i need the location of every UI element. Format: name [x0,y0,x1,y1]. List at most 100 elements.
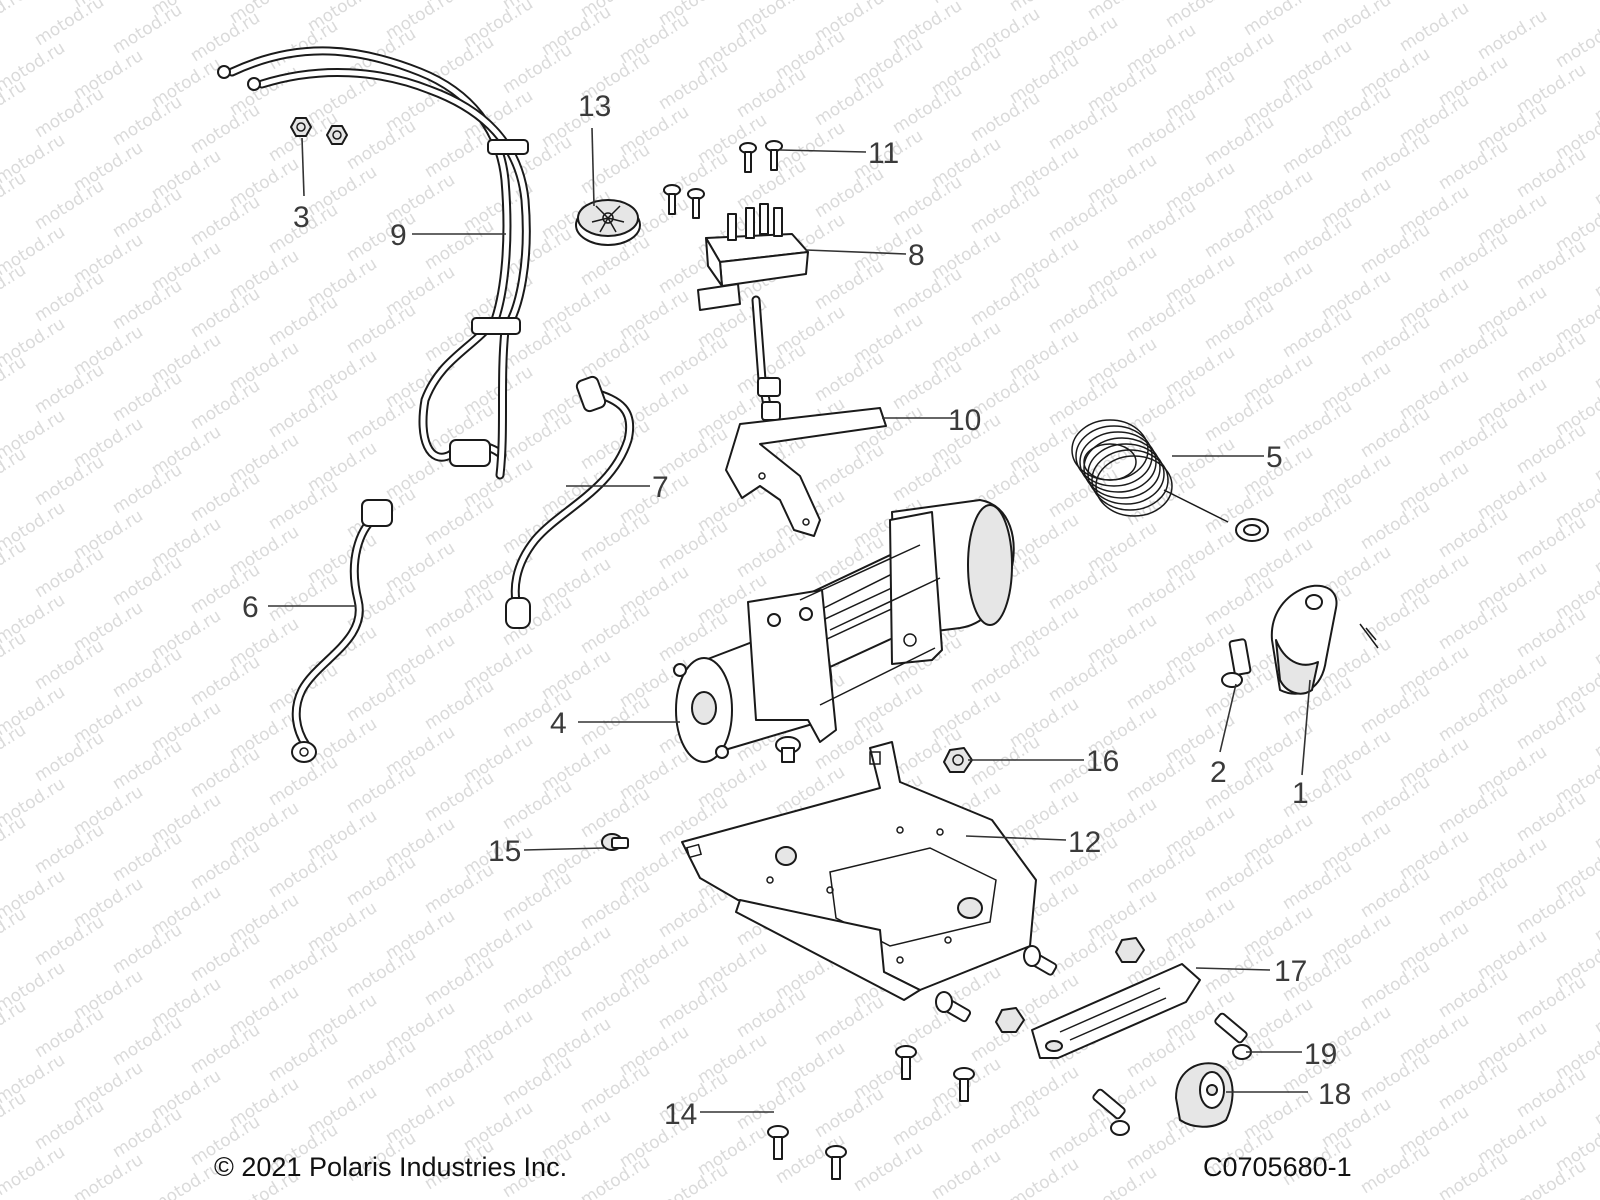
watermark-text: motod.ru [187,8,264,66]
watermark-text: motod.ru [109,644,186,702]
watermark-text: motod.ru [1591,1164,1600,1200]
watermark-text: motod.ru [655,516,732,574]
watermark-text: motod.ru [1357,680,1434,738]
watermark-text: motod.ru [889,80,966,138]
watermark-text: motod.ru [1435,872,1512,930]
callout-8: 8 [908,239,925,272]
copyright-notice: © 2021 Polaris Industries Inc. [214,1152,568,1182]
watermark-text: motod.ru [1357,1140,1434,1198]
watermark-text: motod.ru [1513,788,1590,846]
watermark-text: motod.ru [1435,320,1512,378]
diagram-code: C0705680-1 [1203,1152,1352,1182]
watermark-text: motod.ru [31,1096,108,1154]
watermark-text: motod.ru [1123,380,1200,438]
watermark-text: motod.ru [967,272,1044,330]
watermark-text: motod.ru [343,668,420,726]
watermark-text: motod.ru [1357,772,1434,830]
watermark-text: motod.ru [421,768,498,826]
watermark-text: motod.ru [1513,328,1590,386]
watermark-text: motod.ru [1201,296,1278,354]
watermark-text: motod.ru [1357,588,1434,646]
watermark-text: motod.ru [1201,572,1278,630]
watermark-text: motod.ru [421,1044,498,1102]
watermark-text: motod.ru [1513,972,1590,1030]
watermark-text: motod.ru [31,912,108,970]
watermark-text: motod.ru [1591,980,1600,1038]
watermark-text: motod.ru [1513,144,1590,202]
watermark-text: motod.ru [889,1092,966,1150]
watermark-text: motod.ru [31,176,108,234]
watermark-text: motod.ru [0,260,30,318]
watermark-text: motod.ru [109,1012,186,1070]
callout-5: 5 [1266,441,1283,474]
watermark-text: motod.ru [655,332,732,390]
watermark-text: motod.ru [109,184,186,242]
watermark-text: motod.ru [967,88,1044,146]
winch [673,499,1015,763]
watermark-text: motod.ru [1513,236,1590,294]
watermark-text: motod.ru [655,976,732,1034]
watermark-text: motod.ru [1435,596,1512,654]
callout-4: 4 [550,707,567,740]
watermark-text: motod.ru [655,1160,732,1200]
watermark-text: motod.ru [109,552,186,610]
watermark-text: motod.ru [1357,312,1434,370]
watermark-text: motod.ru [1357,496,1434,554]
watermark-text: motod.ru [343,300,420,358]
watermark-text: motod.ru [1591,888,1600,946]
watermark-text: motod.ru [187,928,264,986]
watermark-text: motod.ru [1591,796,1600,854]
watermark-text: motod.ru [31,360,108,418]
watermark-text: motod.ru [265,384,342,442]
watermark-text: motod.ru [1279,396,1356,454]
watermark-text: motod.ru [31,0,108,50]
watermark-text: motod.ru [1435,688,1512,746]
watermark-text: motod.ru [1357,956,1434,1014]
watermark-text: motod.ru [1513,420,1590,478]
callouts: 1 2 3 4 5 6 7 8 9 10 11 12 13 14 15 16 1… [242,90,1351,1131]
watermark-text: motod.ru [1357,404,1434,462]
watermark-text: motod.ru [577,968,654,1026]
watermark-text: motod.ru [265,568,342,626]
callout-1: 1 [1292,777,1309,810]
contactor [697,203,809,425]
watermark-text: motod.ru [967,732,1044,790]
watermark-text: motod.ru [31,268,108,326]
mounting-plate [681,741,1037,1001]
watermark-text: motod.ru [265,1028,342,1086]
watermark-text: motod.ru [343,116,420,174]
watermark-text: motod.ru [187,376,264,434]
watermark-text: motod.ru [0,76,30,134]
watermark-text: motod.ru [1279,488,1356,546]
watermark-text: motod.ru [31,84,108,142]
watermark-text: motod.ru [187,836,264,894]
watermark-text: motod.ru [1318,0,1395,48]
watermark-text: motod.ru [0,812,30,870]
watermark-text: motod.ru [187,652,264,710]
watermark-text: motod.ru [733,984,810,1042]
callout-7: 7 [652,471,669,504]
watermark-text: motod.ru [187,192,264,250]
harness-cable [217,46,531,480]
callout-14: 14 [664,1098,697,1131]
watermark-text: motod.ru [0,352,30,410]
bolt-icon [601,833,629,851]
watermark-text: motod.ru [0,904,30,962]
flange-bolt-icon [767,1045,975,1180]
watermark-text: motod.ru [31,728,108,786]
callout-9: 9 [390,219,407,252]
bolt-icon [935,937,1252,1136]
watermark-text: motod.ru [109,92,186,150]
callout-10: 10 [948,404,981,437]
watermark-text: motod.ru [733,1076,810,1134]
callout-12: 12 [1068,826,1101,859]
watermark-text: motod.ru [1396,0,1473,56]
watermark-text: motod.ru [1045,188,1122,246]
watermark-text: motod.ru [1123,748,1200,806]
watermark-text: motod.ru [577,876,654,934]
watermark-text: motod.ru [187,284,264,342]
watermark-text: motod.ru [1045,648,1122,706]
watermark-text: motod.ru [1435,1056,1512,1114]
watermark-text: motod.ru [1591,152,1600,210]
watermark-text: motod.ru [343,944,420,1002]
